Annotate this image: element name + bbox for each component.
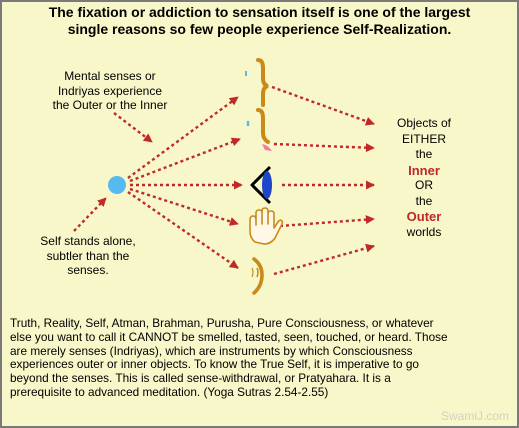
objects-label: Objects of EITHER the Inner OR the Outer… [378, 116, 470, 240]
body-line-5: beyond the senses. This is called sense-… [10, 371, 391, 386]
arrow-label-to-senses [113, 112, 153, 143]
body-line-2: else you want to call it CANNOT be smell… [10, 329, 448, 344]
mental-senses-line-1: Mental senses or [64, 69, 156, 83]
body-line-3: are merely senses (Indriyas), which are … [10, 343, 413, 358]
objects-line-5: OR [415, 178, 433, 192]
title-line-1: The fixation or addiction to sensation i… [48, 4, 471, 20]
objects-line-8: worlds [406, 224, 442, 239]
arrow-mouth-to-objects [273, 142, 375, 153]
body-line-6: prerequisite to advanced meditation. (Yo… [10, 384, 329, 399]
body-paragraph: Truth, Reality, Self, Atman, Brahman, Pu… [10, 316, 515, 400]
arrow-self-to-ear [127, 191, 239, 269]
objects-inner: Inner [408, 162, 440, 178]
self-circle [108, 176, 126, 194]
body-line-1: Truth, Reality, Self, Atman, Brahman, Pu… [10, 316, 434, 330]
hand-icon [249, 207, 284, 245]
body-line-4: experiences outer or inner objects. To k… [10, 357, 419, 372]
nose-icon [245, 58, 269, 107]
arrow-ear-to-objects [273, 243, 375, 276]
objects-outer: Outer [406, 209, 442, 224]
page-title: The fixation or addiction to sensation i… [2, 4, 517, 38]
mental-senses-label: Mental senses or Indriyas experience the… [40, 69, 180, 113]
self-label: Self stands alone, subtler than the sens… [24, 234, 152, 278]
arrow-label-to-self [73, 197, 107, 232]
mouth-icon [246, 108, 272, 151]
arrow-self-to-mouth [129, 137, 241, 183]
objects-line-1: Objects of [396, 116, 452, 130]
eye-icon [250, 165, 272, 205]
self-label-line-2: subtler than the [46, 248, 130, 263]
arrow-nose-to-objects [271, 85, 375, 126]
arrow-self-to-nose [127, 96, 239, 179]
title-line-2: single reasons so few people experience … [67, 21, 452, 37]
objects-line-2: EITHER [401, 131, 446, 146]
self-label-line-1: Self stands alone, [40, 234, 136, 248]
objects-line-3: the [415, 147, 433, 161]
mental-senses-line-2: Indriyas experience [57, 83, 163, 98]
objects-line-6: the [415, 193, 433, 208]
self-label-line-3: senses. [67, 263, 109, 277]
arrow-hand-to-objects [279, 215, 375, 228]
watermark: SwamiJ.com [440, 409, 509, 423]
ear-icon [251, 257, 264, 295]
arrow-self-to-hand [129, 187, 239, 226]
mental-senses-line-3: the Outer or the Inner [52, 98, 168, 112]
